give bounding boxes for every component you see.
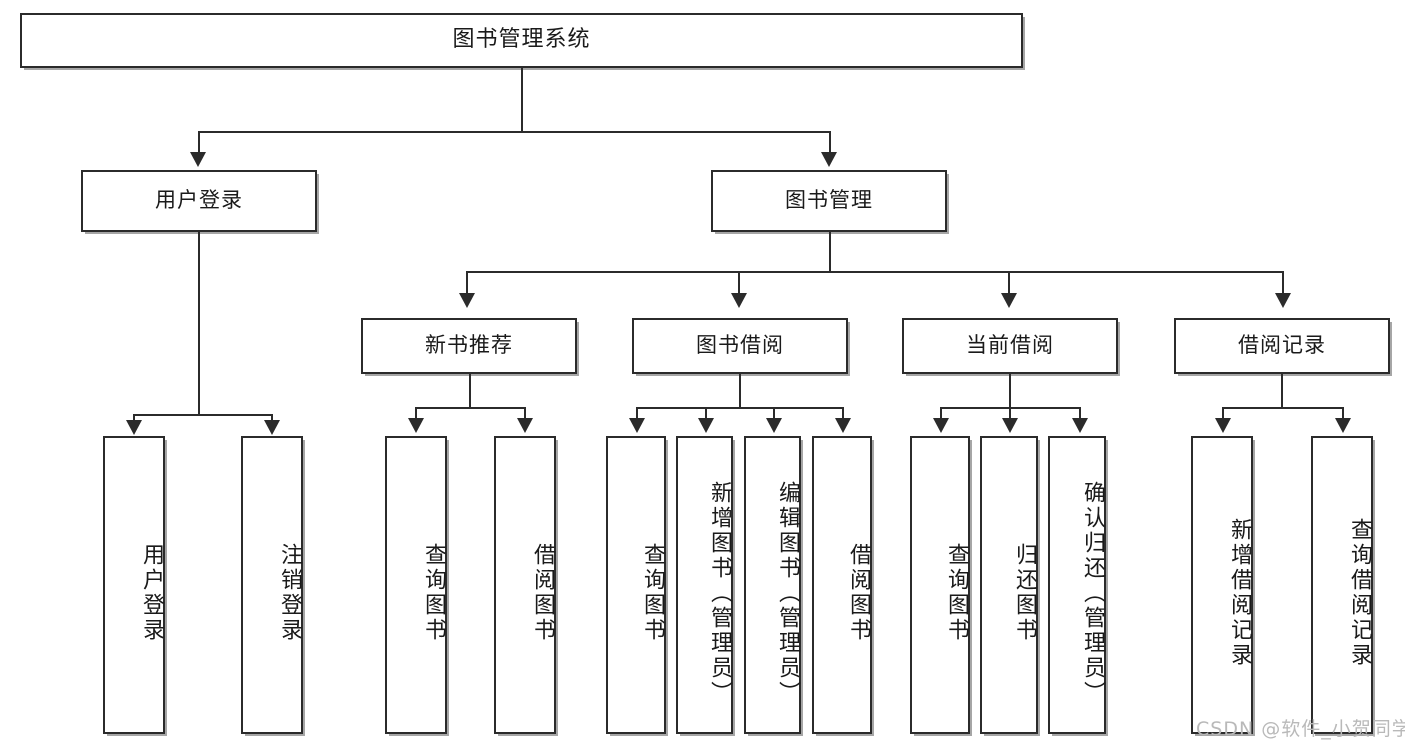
connector-book-borrow-stem [739,374,741,408]
arrow-down-icon [517,418,533,433]
connector-cb-drop-2 [1009,407,1011,419]
arrow-down-icon [1275,293,1291,308]
node-label: 新书推荐 [425,333,513,358]
connector-nbr-drop-1 [415,407,417,419]
node-label: 图书管理系统 [452,27,591,53]
connector-cb-drop-3 [1079,407,1081,419]
node-root-library-management-system[interactable]: 图书管理系统 [20,13,1023,68]
node-current-borrow[interactable]: 当前借阅 [902,318,1118,374]
arrow-down-icon [1002,418,1018,433]
leaf-nbr-borrow-book[interactable]: 借阅图书 [494,436,556,734]
connector-root-to-user-login [198,131,200,154]
node-label: 注销登录 [277,543,302,643]
connector-bb-drop-1 [636,407,638,419]
arrow-down-icon [933,418,949,433]
connector-nbr-drop-2 [524,407,526,419]
arrow-down-icon [459,293,475,308]
connector-book-management-bus [466,271,1284,273]
leaf-bb-edit-book-admin[interactable]: 编辑图书（管理员） [744,436,801,734]
leaf-bb-add-book-admin[interactable]: 新增图书（管理员） [676,436,733,734]
node-book-borrow[interactable]: 图书借阅 [632,318,848,374]
connector-to-borrow-record [1282,271,1284,295]
node-label: 查询图书 [944,543,969,643]
arrow-down-icon [629,418,645,433]
connector-new-book-recommend-bus [415,407,525,409]
connector-cb-drop-1 [940,407,942,419]
node-label: 当前借阅 [966,333,1054,358]
node-new-book-recommend[interactable]: 新书推荐 [361,318,577,374]
leaf-user-login[interactable]: 用户登录 [103,436,165,734]
node-label: 查询图书 [640,543,665,643]
node-label: 用户登录 [139,543,164,643]
node-label: 归还图书 [1012,543,1037,643]
connector-bb-drop-4 [842,407,844,419]
csdn-watermark: CSDN @软件_小贺同学 [1196,718,1405,740]
arrow-down-icon [1335,418,1351,433]
connector-root-stem [521,68,523,131]
arrow-down-icon [835,418,851,433]
connector-current-borrow-stem [1009,374,1011,408]
connector-bb-drop-3 [773,407,775,419]
node-borrow-record[interactable]: 借阅记录 [1174,318,1390,374]
arrow-down-icon [264,420,280,435]
node-label: 查询借阅记录 [1347,518,1372,668]
connector-root-to-book-management [829,131,831,154]
node-label: 确认归还（管理员） [1080,480,1105,706]
connector-new-book-recommend-stem [469,374,471,408]
leaf-bb-query-book[interactable]: 查询图书 [606,436,666,734]
arrow-down-icon [408,418,424,433]
node-label: 借阅图书 [530,543,555,643]
node-label: 借阅记录 [1238,333,1326,358]
node-label: 图书管理 [785,188,873,213]
connector-to-current-borrow [1008,271,1010,295]
connector-user-login-stem [198,232,200,414]
leaf-nbr-query-book[interactable]: 查询图书 [385,436,447,734]
connector-borrow-record-stem [1281,374,1283,408]
arrow-down-icon [1001,293,1017,308]
arrow-down-icon [731,293,747,308]
node-label: 图书借阅 [696,333,784,358]
arrow-down-icon [766,418,782,433]
node-label: 新增借阅记录 [1227,518,1252,668]
connector-root-bus [198,131,831,133]
node-label: 借阅图书 [846,543,871,643]
connector-to-new-book-recommend [466,271,468,295]
connector-user-login-drop-1 [133,414,135,422]
leaf-cb-return-book[interactable]: 归还图书 [980,436,1038,734]
connector-user-login-drop-2 [271,414,273,422]
connector-br-drop-2 [1342,407,1344,419]
connector-br-drop-1 [1222,407,1224,419]
connector-book-management-stem [829,232,831,272]
connector-user-login-bus [133,414,272,416]
connector-borrow-record-bus [1222,407,1342,409]
node-book-management[interactable]: 图书管理 [711,170,947,232]
node-label: 查询图书 [421,543,446,643]
connector-book-borrow-bus [636,407,844,409]
arrow-down-icon [821,152,837,167]
arrow-down-icon [1072,418,1088,433]
arrow-down-icon [126,420,142,435]
leaf-logout[interactable]: 注销登录 [241,436,303,734]
arrow-down-icon [1215,418,1231,433]
connector-bb-drop-2 [705,407,707,419]
leaf-bb-borrow-book[interactable]: 借阅图书 [812,436,872,734]
node-label: 新增图书（管理员） [707,480,732,706]
leaf-cb-query-book[interactable]: 查询图书 [910,436,970,734]
leaf-br-add-record[interactable]: 新增借阅记录 [1191,436,1253,734]
arrow-down-icon [190,152,206,167]
node-label: 用户登录 [155,188,243,213]
leaf-br-query-record[interactable]: 查询借阅记录 [1311,436,1373,734]
node-user-login[interactable]: 用户登录 [81,170,317,232]
node-label: 编辑图书（管理员） [775,480,800,706]
arrow-down-icon [698,418,714,433]
connector-to-book-borrow [738,271,740,295]
leaf-cb-confirm-return-admin[interactable]: 确认归还（管理员） [1048,436,1106,734]
